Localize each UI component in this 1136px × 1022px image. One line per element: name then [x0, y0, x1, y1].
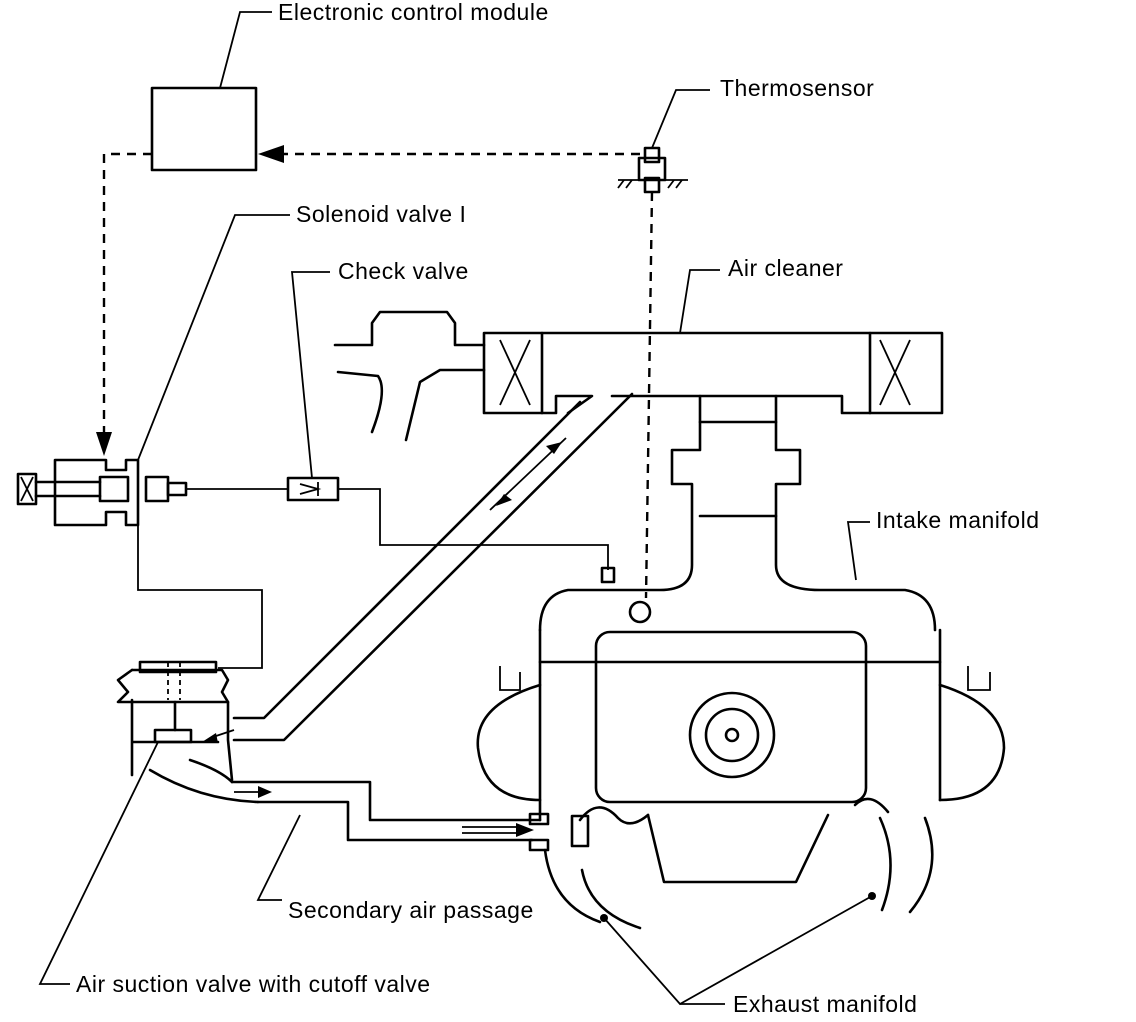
- label-exhaust-manifold: Exhaust manifold: [733, 991, 917, 1017]
- check-valve: [286, 271, 340, 502]
- intake-manifold: [538, 394, 937, 632]
- electronic-control-module: [150, 11, 272, 172]
- flow-arrow-icon: [516, 823, 534, 837]
- label-check-valve: Check valve: [338, 258, 469, 284]
- solenoid-valve-1: [16, 214, 290, 527]
- label-thermosensor: Thermosensor: [720, 75, 874, 101]
- exhaust-manifold: [543, 797, 934, 1006]
- label-intake-manifold: Intake manifold: [876, 507, 1039, 533]
- signal-arrow-icon: [258, 145, 284, 163]
- label-secondary-air-passage: Secondary air passage: [288, 897, 534, 923]
- signal-lines: [96, 145, 654, 624]
- label-electronic-control-module: Electronic control module: [278, 0, 549, 25]
- flow-arrows: [202, 437, 567, 798]
- label-air-suction-valve: Air suction valve with cutoff valve: [76, 971, 431, 997]
- label-air-cleaner: Air cleaner: [728, 255, 843, 281]
- engine-block: [476, 628, 1006, 822]
- air-cleaner: [333, 269, 944, 442]
- air-suction-valve: [38, 660, 260, 985]
- signal-arrow-down-icon: [96, 432, 112, 456]
- label-solenoid-valve: Solenoid valve I: [296, 201, 466, 227]
- vacuum-hoses: [137, 488, 616, 669]
- thermosensor: [617, 89, 710, 194]
- secondary-air-passage: [230, 392, 634, 901]
